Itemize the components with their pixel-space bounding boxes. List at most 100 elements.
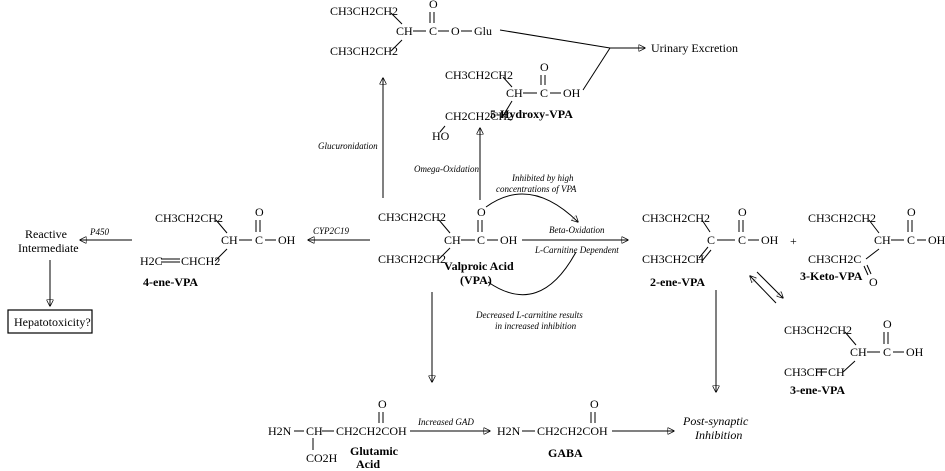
intermediate-label: Intermediate xyxy=(18,241,79,255)
keto-c: C xyxy=(907,233,915,247)
vpa-chain-1: CH3CH2CH2 xyxy=(378,210,446,224)
threeene-ch3ch: CH3CH xyxy=(784,365,824,379)
hydroxy-carbonyl-o: O xyxy=(540,60,549,74)
threeene-c: C xyxy=(883,345,891,359)
vpa-chain-2: CH3CH2CH2 xyxy=(378,252,446,266)
vpa-carbonyl-o: O xyxy=(477,205,486,219)
hydroxy-c: C xyxy=(540,86,548,100)
glutamic-acid-word: Acid xyxy=(356,457,380,471)
hydroxy-chain-2: CH2CH2CH2 xyxy=(445,109,513,123)
keto-oh: OH xyxy=(928,233,945,247)
glu-to-urinary-line xyxy=(499,29,611,49)
glutamic-co2h: CO2H xyxy=(306,451,338,465)
lcarnitine-label: L-Carnitine Dependent xyxy=(534,245,619,255)
glu-c: C xyxy=(429,24,437,38)
glu-ester-o: O xyxy=(451,24,460,38)
glu-chain-2: CH3CH2CH2 xyxy=(330,44,398,58)
twoene-c: C xyxy=(738,233,746,247)
keto-name: 3-Keto-VPA xyxy=(800,269,863,283)
threeene-name: 3-ene-VPA xyxy=(790,383,845,397)
decreased-label-1: Decreased L-carnitine results xyxy=(475,310,583,320)
gad-label: Increased GAD xyxy=(417,417,474,427)
fourene-vpa-structure: CH3CH2CH2 CH C O OH H2C CHCH2 4-ene-VPA xyxy=(140,205,296,289)
hydroxy-vpa-name: 5-Hydroxy-VPA xyxy=(490,107,573,121)
glutamic-h2n: H2N xyxy=(268,424,292,438)
glutamic-ch: CH xyxy=(306,424,323,438)
equilibrium-arrow-down xyxy=(756,271,783,298)
vpa-abbrev: (VPA) xyxy=(460,273,492,287)
twoene-vpa-structure: CH3CH2CH2 C C O OH CH3CH2CH 2-ene-VPA xyxy=(642,205,779,289)
hydroxy-ho: HO xyxy=(432,129,450,143)
hydroxy-ch: CH xyxy=(506,86,523,100)
threeene-chain-1: CH3CH2CH2 xyxy=(784,323,852,337)
gaba-carbonyl-o: O xyxy=(590,397,599,411)
postsynaptic-label-2: Inhibition xyxy=(694,428,742,442)
glu-carbonyl-o: O xyxy=(429,0,438,11)
threeene-carbonyl-o: O xyxy=(883,317,892,331)
vpa-structure: CH3CH2CH2 CH3CH2CH2 CH C O OH Valproic A… xyxy=(378,205,518,287)
fourene-oh: OH xyxy=(278,233,296,247)
keto-ketone-o: O xyxy=(869,275,878,289)
glucuronidation-label: Glucuronidation xyxy=(318,141,378,151)
twoene-oh: OH xyxy=(761,233,779,247)
gaba-h2n: H2N xyxy=(497,424,521,438)
twoene-chain-1: CH3CH2CH2 xyxy=(642,211,710,225)
cyp2c19-label: CYP2C19 xyxy=(313,226,350,236)
vpa-ch: CH xyxy=(444,233,461,247)
fourene-chch2: CHCH2 xyxy=(181,254,220,268)
vpa-oh: OH xyxy=(500,233,518,247)
fourene-ch: CH xyxy=(221,233,238,247)
glu-glu: Glu xyxy=(474,24,492,38)
threeene-ch-b: CH xyxy=(828,365,845,379)
hepatotoxicity-label: Hepatotoxicity? xyxy=(14,315,91,329)
equilibrium-arrow-up xyxy=(750,276,777,304)
hepatotoxicity-box xyxy=(7,309,93,334)
gaba-name: GABA xyxy=(548,446,583,460)
hydroxy-chain-1: CH3CH2CH2 xyxy=(445,68,513,82)
hydroxy-vpa-structure: CH3CH2CH2 CH C O OH CH2CH2CH2 HO 5-Hydro… xyxy=(432,60,581,143)
glu-chain-1: CH3CH2CH2 xyxy=(330,4,398,18)
keto-chain-2: CH3CH2C xyxy=(808,252,861,266)
inhibited-label-1: Inhibited by high xyxy=(511,173,574,183)
twoene-carbonyl-o: O xyxy=(738,205,747,219)
keto-ch: CH xyxy=(874,233,891,247)
gaba-structure: H2N CH2CH2COH O GABA xyxy=(497,397,608,460)
threeene-ch: CH xyxy=(850,345,867,359)
decreased-carnitine-curve xyxy=(487,251,577,296)
p450-label: P450 xyxy=(89,227,109,237)
glutamic-acid-structure: H2N CH CH2CH2COH O CO2H Glutamic Acid xyxy=(268,397,407,471)
keto-carbonyl-o: O xyxy=(907,205,916,219)
fourene-name: 4-ene-VPA xyxy=(143,275,198,289)
glu-ch: CH xyxy=(396,24,413,38)
fourene-chain-1: CH3CH2CH2 xyxy=(155,211,223,225)
twoene-chain-2: CH3CH2CH xyxy=(642,252,704,266)
hydroxy-to-urinary-line xyxy=(582,47,611,91)
inhibited-label-2: concentrations of VPA xyxy=(496,184,577,194)
glucuronide-structure: CH3CH2CH2 CH3CH2CH2 CH C O O Glu xyxy=(330,0,492,58)
gaba-chain: CH2CH2COH xyxy=(537,424,608,438)
hydroxy-oh: OH xyxy=(563,86,581,100)
glutamic-carbonyl-o: O xyxy=(378,397,387,411)
keto-chain-1: CH3CH2CH2 xyxy=(808,211,876,225)
threeene-vpa-structure: CH3CH2CH2 CH C O OH CH3CH CH 3-ene-VPA xyxy=(784,317,924,397)
reactive-label: Reactive xyxy=(25,227,67,241)
fourene-c: C xyxy=(255,233,263,247)
postsynaptic-label-1: Post-synaptic xyxy=(682,414,749,428)
decreased-label-2: in increased inhibition xyxy=(495,321,577,331)
plus-sign: + xyxy=(790,234,797,248)
glutamic-chain: CH2CH2COH xyxy=(336,424,407,438)
twoene-c1: C xyxy=(707,233,715,247)
glutamic-name: Glutamic xyxy=(350,444,399,458)
fourene-carbonyl-o: O xyxy=(255,205,264,219)
urinary-excretion-label: Urinary Excretion xyxy=(651,41,738,55)
fourene-h2c: H2C xyxy=(140,254,163,268)
twoene-name: 2-ene-VPA xyxy=(650,275,705,289)
inhibition-curve-arrow xyxy=(485,193,578,222)
beta-oxidation-label: Beta-Oxidation xyxy=(549,225,605,235)
vpa-name: Valproic Acid xyxy=(444,259,514,273)
threeene-oh: OH xyxy=(906,345,924,359)
keto-vpa-structure: CH3CH2CH2 CH C O OH CH3CH2C O 3-Keto-VPA xyxy=(800,205,945,289)
vpa-c: C xyxy=(477,233,485,247)
omega-oxidation-label: Omega-Oxidation xyxy=(414,164,479,174)
